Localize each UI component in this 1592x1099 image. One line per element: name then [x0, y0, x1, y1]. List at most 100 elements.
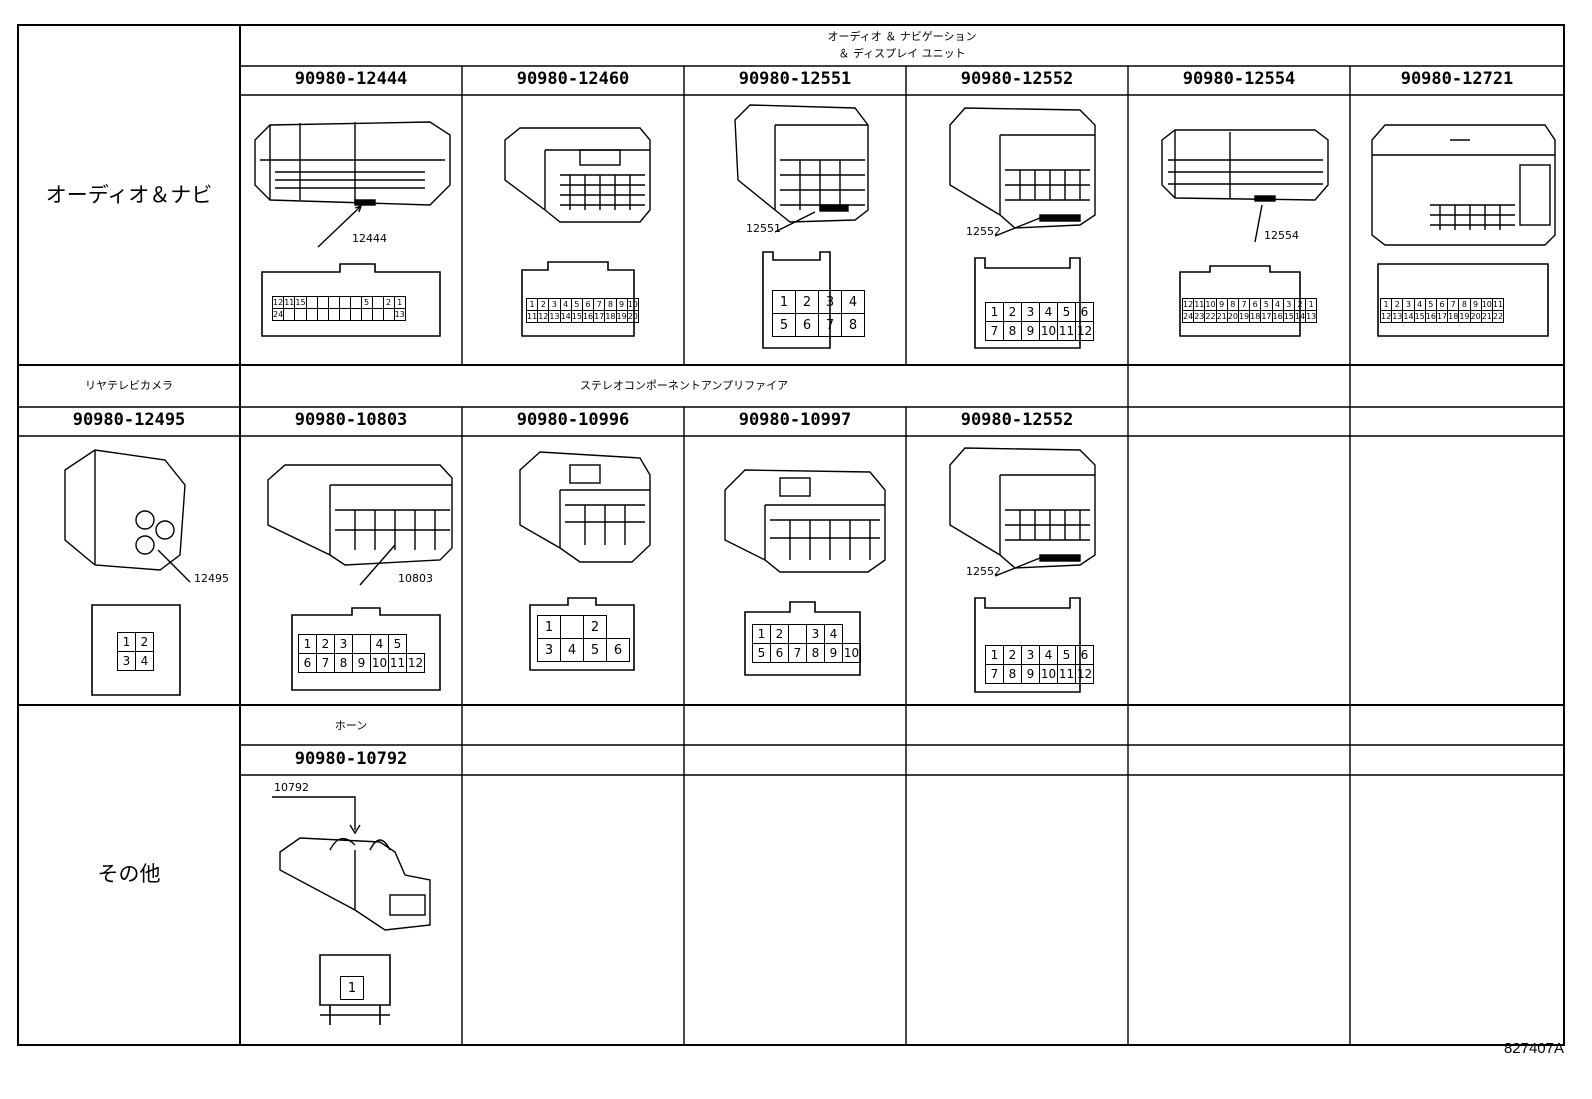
callout-label: 12552 [966, 565, 1001, 578]
pin-cell [371, 308, 384, 321]
pin-cell: 9 [824, 643, 843, 663]
figure-id: 827407A [1503, 1040, 1564, 1057]
pin-cell: 7 [788, 643, 807, 663]
callout-label: 10803 [398, 572, 433, 585]
pin-cell: 18 [604, 310, 617, 323]
callout-label: 12551 [746, 222, 781, 235]
pin-cell: 4 [370, 634, 389, 654]
pin-cell: 19 [615, 310, 628, 323]
pin-cell: 11 [1491, 298, 1505, 311]
pin-cell: 10 [1480, 298, 1493, 311]
pin-cell: 3 [1021, 645, 1040, 665]
pin-cell: 18 [1447, 310, 1460, 323]
pin-cell: 21 [1215, 310, 1228, 323]
connector-12460-illustration [504, 127, 651, 223]
pin-cell: 1 [985, 302, 1004, 322]
pin-cell: 4 [1039, 302, 1058, 322]
pin-cell: 3 [806, 624, 825, 644]
pin-cell [788, 624, 807, 644]
pin-cell: 6 [1435, 298, 1449, 311]
pin-cell: 11 [283, 296, 296, 309]
pin-cell: 8 [1458, 298, 1471, 311]
connector-10997-illustration [724, 469, 886, 573]
pin-cell: 8 [334, 653, 353, 673]
pin-cell: 7 [985, 664, 1004, 684]
pin-cell: 10 [370, 653, 389, 673]
pin-cell [560, 615, 584, 639]
part-number: 90980-12551 [738, 69, 852, 89]
pin-cell: 20 [1469, 310, 1482, 323]
pin-cell [382, 308, 395, 321]
pin-cell: 12 [537, 310, 550, 323]
part-number: 90980-12444 [294, 69, 408, 89]
pin-cell: 1 [340, 976, 364, 1000]
pin-cell: 7 [316, 653, 335, 673]
pin-cell: 21 [1480, 310, 1493, 323]
pin-cell: 8 [1003, 664, 1022, 684]
pin-cell: 1 [985, 645, 1004, 665]
pin-cell: 14 [559, 310, 572, 323]
pin-cell: 10 [1204, 298, 1217, 311]
face-12551-outline [762, 251, 831, 349]
pin-cell: 3 [117, 651, 136, 671]
header-audio-nav-line1: オーディオ ＆ ナビゲーション [827, 30, 977, 43]
pin-cell: 4 [1271, 298, 1284, 311]
callout-label: 12444 [352, 232, 387, 245]
pin-cell: 5 [1424, 298, 1437, 311]
pin-cell: 1 [772, 290, 796, 314]
pin-cell: 1 [537, 615, 561, 639]
pin-cell [327, 296, 340, 309]
pin-cell: 3 [537, 638, 561, 662]
face-10996-outline [529, 597, 635, 671]
pin-cell: 13 [1391, 310, 1404, 323]
pin-cell: 22 [1491, 310, 1505, 323]
pin-cell: 2 [1003, 302, 1022, 322]
pin-cell: 7 [1237, 298, 1251, 311]
pin-cell: 5 [772, 313, 796, 337]
pin-cell: 2 [795, 290, 819, 314]
pin-cell: 20 [626, 310, 639, 323]
pin-cell: 12 [1075, 664, 1094, 684]
pin-cell: 2 [135, 632, 154, 652]
connector-12552-illustration [949, 107, 1096, 237]
part-number: 90980-10803 [294, 410, 408, 430]
pin-cell [352, 634, 371, 654]
pin-cell: 7 [818, 313, 842, 337]
pin-cell: 9 [1021, 321, 1040, 341]
pin-cell: 9 [1215, 298, 1228, 311]
pin-cell: 4 [1039, 645, 1058, 665]
connector-12552-row2-illustration [949, 447, 1096, 577]
part-number: 90980-12552 [960, 69, 1074, 89]
connector-10996-illustration [519, 451, 651, 563]
pin-cell: 5 [752, 643, 771, 663]
pin-cell: 19 [1458, 310, 1471, 323]
pin-cell [305, 296, 318, 309]
pin-row-top: 1 [340, 976, 364, 1000]
pin-cell: 13 [548, 310, 561, 323]
pin-cell: 10 [626, 298, 639, 311]
pin-cell: 6 [1249, 298, 1262, 311]
callout-label: 12495 [194, 572, 229, 585]
category-audio-nav: オーディオ＆ナビ [45, 183, 213, 207]
pin-cell: 2 [1293, 298, 1307, 311]
pin-cell: 6 [770, 643, 789, 663]
pin-cell: 9 [352, 653, 371, 673]
header-stereo-amplifier: ステレオコンポーネントアンプリファイア [579, 379, 789, 392]
pin-cell [283, 308, 296, 321]
pin-cell: 3 [548, 298, 561, 311]
pin-cell [316, 296, 329, 309]
